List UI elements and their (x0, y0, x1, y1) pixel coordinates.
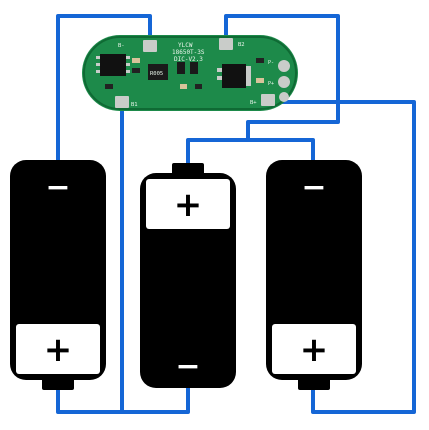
smd-res-1 (132, 68, 140, 73)
board-brand-label: YLCW (178, 42, 193, 49)
pad-b1 (115, 96, 129, 108)
protection-ic (96, 54, 130, 76)
battery-cell-left: − + (10, 160, 106, 390)
smd-part-middle-4 (195, 84, 202, 89)
smd-part-right-2 (256, 78, 264, 83)
protection-board: R005 YLCW 18650T-3S DIC-V2.3 B- B2 B1 B+ (82, 35, 298, 111)
smd-part-middle-1 (177, 62, 185, 74)
pcb-edge-shade (83, 36, 297, 110)
board-model-label: 18650T-3S (172, 49, 205, 56)
left-cell-window (16, 324, 100, 374)
wire-b1-to-left-positive (56, 102, 124, 414)
pad-label-b1: B1 (131, 102, 138, 108)
wire-b1-to-middle-negative (120, 382, 190, 414)
pad-p-plus (278, 76, 290, 88)
pad-b-minus (143, 40, 157, 52)
wire-b2-to-right-negative (246, 138, 315, 165)
right-cell-bottom-terminal: + (300, 330, 329, 370)
pad-label-p-minus: P- (268, 60, 274, 66)
pad-p-extra (279, 92, 289, 102)
right-cell-top-terminal: − (301, 170, 326, 205)
smd-res-2 (105, 84, 113, 89)
battery-cell-right: − + (266, 160, 362, 390)
middle-cell-top-terminal: + (174, 185, 203, 225)
wire-bminus-to-left-negative (56, 14, 152, 164)
left-cell-bottom-terminal: + (44, 330, 73, 370)
pad-p-minus (278, 60, 290, 72)
smd-part-middle-3 (180, 84, 187, 89)
pad-label-b-minus: B- (118, 43, 125, 49)
sense-resistor-code: R005 (150, 71, 163, 77)
middle-cell-bottom-terminal: − (175, 349, 200, 384)
smd-part-middle-2 (190, 62, 198, 74)
battery-cell-middle: + − (140, 163, 236, 388)
left-cell-top-terminal: − (45, 170, 70, 205)
pad-label-b2: B2 (238, 42, 245, 48)
pad-b-plus (261, 94, 275, 106)
wire-b2-to-middle-positive (186, 14, 340, 167)
smd-cap-1 (132, 58, 140, 63)
board-version-label: DIC-V2.3 (174, 56, 203, 63)
right-cell-window (272, 324, 356, 374)
sense-resistor (148, 64, 168, 80)
middle-cell-window (146, 179, 230, 229)
pad-b2 (219, 38, 233, 50)
pad-label-p-plus: P+ (268, 81, 274, 87)
wires (56, 14, 416, 414)
wire-bplus-to-right-positive (266, 100, 416, 414)
pad-label-b-plus: B+ (250, 100, 257, 106)
smd-part-right-1 (256, 58, 264, 63)
mosfet (217, 64, 251, 88)
